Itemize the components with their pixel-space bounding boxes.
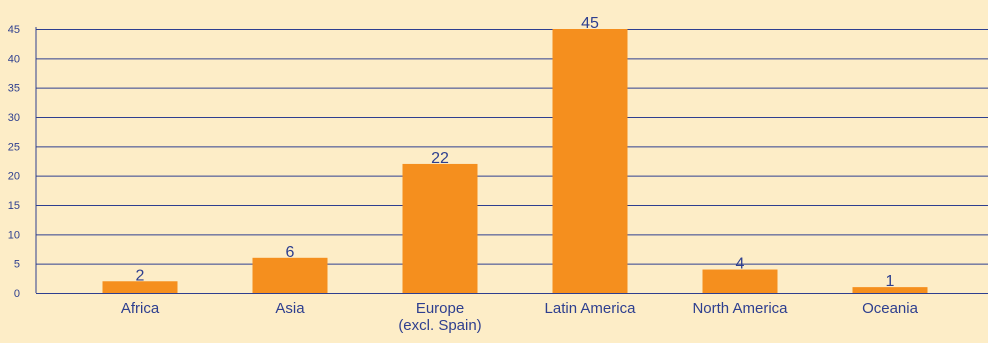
x-tick-label: Africa: [121, 300, 160, 317]
y-tick-label: 35: [8, 83, 20, 95]
y-tick-label: 40: [8, 53, 20, 65]
x-axis-ticks: Africa Asia Europe(excl. Spain) Latin Ameri…: [121, 300, 919, 334]
data-label: 45: [581, 15, 599, 32]
data-labels: 2 6 22 45 4 1: [136, 15, 895, 290]
y-tick-label: 0: [14, 288, 20, 300]
y-tick-label: 5: [14, 259, 20, 271]
x-tick-label: Asia: [275, 300, 305, 317]
bar: [702, 269, 778, 293]
x-tick-label: North America: [692, 300, 788, 317]
y-axis-ticks: 0 5 10 15 20 25 30 35 40 45: [8, 24, 20, 300]
data-label: 4: [736, 256, 745, 273]
y-tick-label: 10: [8, 229, 20, 241]
gridlines: [35, 27, 988, 294]
data-label: 2: [136, 267, 145, 284]
bar: [552, 29, 628, 293]
data-label: 22: [431, 150, 449, 167]
bar: [852, 287, 928, 293]
data-label: 6: [286, 244, 295, 261]
bar: [402, 163, 478, 293]
y-tick-label: 20: [8, 171, 20, 183]
y-tick-label: 30: [8, 112, 20, 124]
x-tick-label: Europe(excl. Spain): [398, 300, 481, 334]
x-tick-label: Latin America: [545, 300, 637, 317]
y-tick-label: 25: [8, 141, 20, 153]
y-tick-label: 15: [8, 200, 20, 212]
bar: [102, 281, 178, 293]
y-tick-label: 45: [8, 24, 20, 36]
x-tick-label: Oceania: [862, 300, 919, 317]
bar: [252, 257, 328, 293]
data-label: 1: [886, 273, 895, 290]
bars: [102, 29, 928, 293]
